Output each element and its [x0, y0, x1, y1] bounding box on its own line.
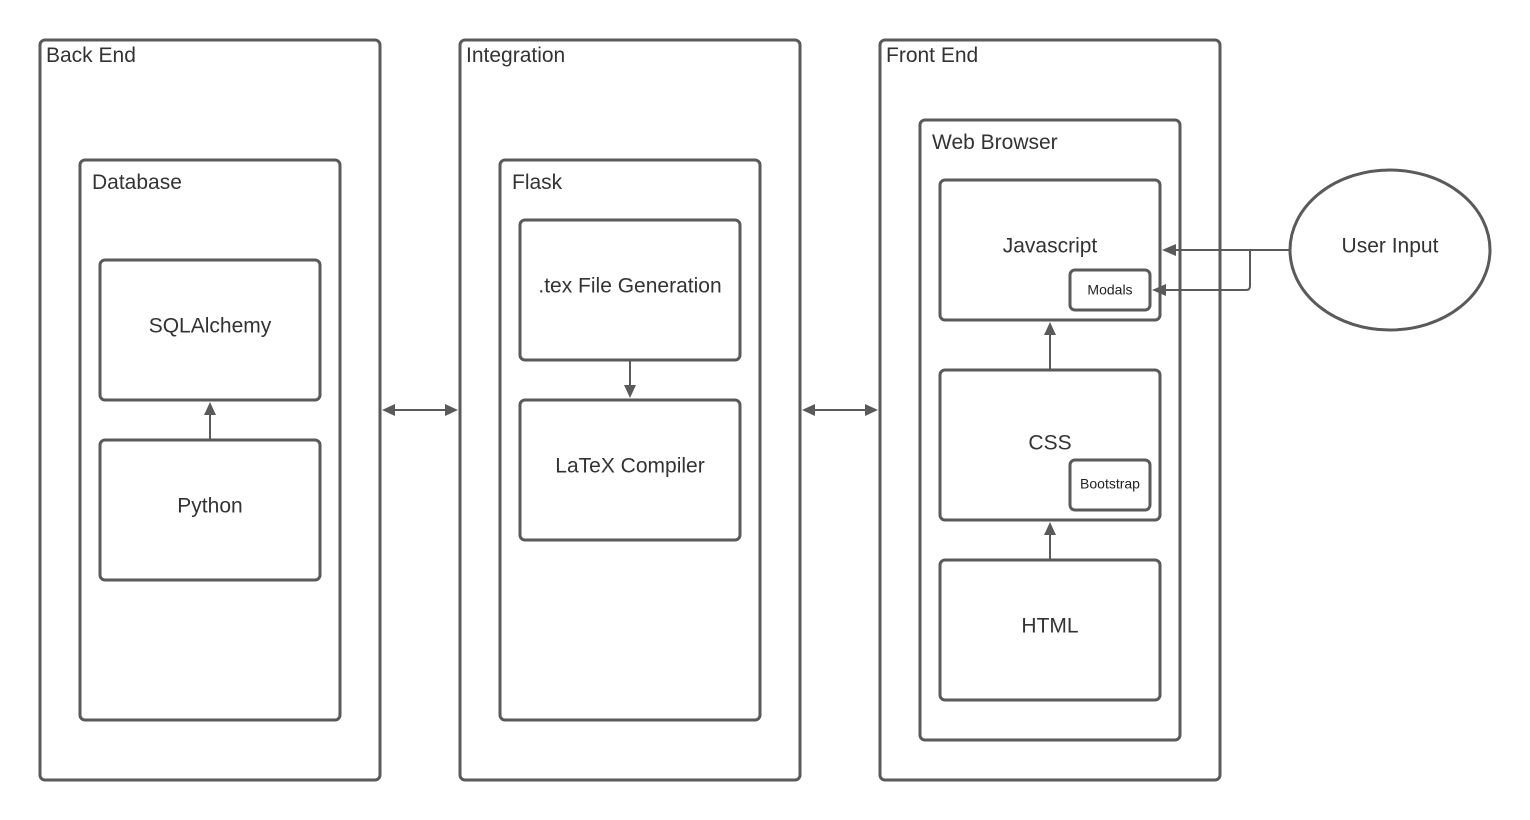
css-label: CSS [1028, 432, 1071, 455]
integration-layer: Integration Flask .tex File Generation L… [458, 38, 802, 782]
javascript-node: Javascript Modals [938, 178, 1162, 322]
css-node: CSS Bootstrap [938, 368, 1162, 522]
flask-container: Flask .tex File Generation LaTeX Compile… [498, 158, 762, 722]
latex-compiler-label: LaTeX Compiler [555, 455, 704, 478]
web-browser-container: Web Browser Javascript Modals CSS Bootst… [918, 118, 1182, 742]
python-label: Python [177, 495, 242, 518]
user-input-label: User Input [1342, 235, 1439, 258]
flask-title: Flask [512, 171, 563, 194]
modals-node: Modals [1068, 268, 1152, 312]
back-end-title: Back End [46, 44, 136, 67]
user-input-to-modals-arrow [1152, 250, 1251, 296]
html-label: HTML [1021, 615, 1078, 638]
css-to-javascript-arrow [1044, 322, 1056, 370]
tex-to-latex-arrow [624, 360, 636, 398]
html-to-css-arrow [1044, 522, 1056, 560]
latex-compiler-node: LaTeX Compiler [518, 398, 742, 542]
modals-label: Modals [1087, 282, 1132, 298]
user-input-node: User Input [1288, 168, 1492, 332]
tex-generation-label: .tex File Generation [538, 275, 721, 298]
front-end-layer: Front End Web Browser Javascript Modals … [878, 38, 1222, 782]
front-end-title: Front End [886, 44, 978, 67]
bootstrap-label: Bootstrap [1080, 476, 1140, 492]
tex-generation-node: .tex File Generation [518, 218, 742, 362]
database-container: Database SQLAlchemy Python [78, 158, 342, 722]
html-node: HTML [938, 558, 1162, 702]
integration-title: Integration [466, 44, 565, 67]
python-node: Python [98, 438, 322, 582]
backend-integration-arrow [382, 404, 458, 416]
sqlalchemy-node: SQLAlchemy [98, 258, 322, 402]
back-end-layer: Back End Database SQLAlchemy Python [38, 38, 382, 782]
bootstrap-node: Bootstrap [1068, 458, 1152, 512]
integration-frontend-arrow [802, 404, 878, 416]
sqlalchemy-label: SQLAlchemy [149, 315, 272, 338]
python-to-sqlalchemy-arrow [204, 402, 216, 440]
database-title: Database [92, 171, 182, 194]
web-browser-title: Web Browser [932, 131, 1058, 154]
javascript-label: Javascript [1003, 235, 1098, 258]
user-input-to-javascript-arrow [1162, 244, 1290, 256]
